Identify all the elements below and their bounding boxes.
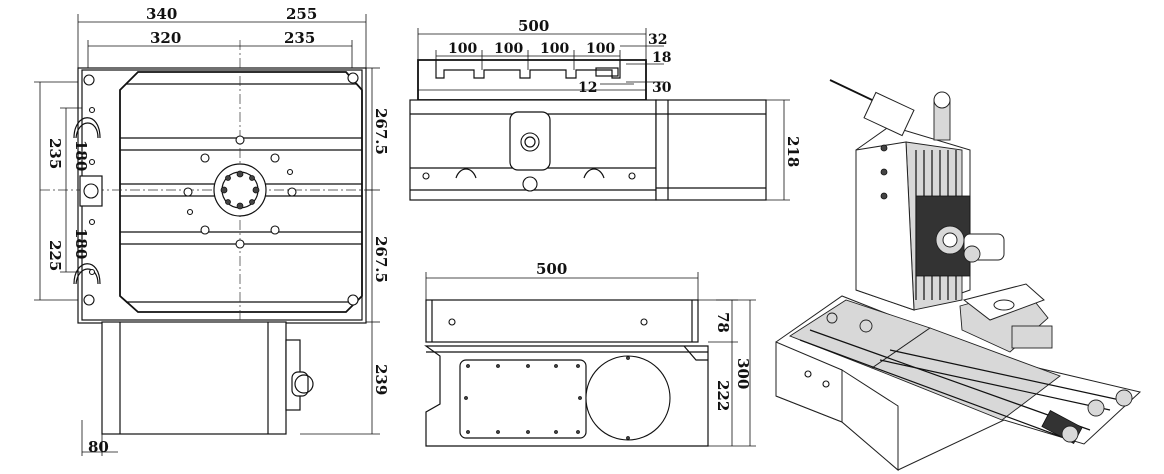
dim-235: 235	[284, 29, 315, 47]
side-view: 218	[409, 99, 802, 201]
tslot-view: 500 100 100 100 100 32 18 12 30	[417, 17, 672, 101]
dim-front-222: 222	[714, 380, 732, 411]
dim-right-239: 239	[372, 364, 390, 395]
plan-view: 340 255 320 235 235 225 180 180 267.5 26…	[34, 5, 390, 456]
dim-255: 255	[286, 5, 317, 23]
dim-left-225: 225	[46, 240, 64, 271]
dim-slot-30: 30	[652, 80, 672, 96]
dim-front-500: 500	[536, 260, 567, 278]
dim-front-78: 78	[714, 312, 732, 333]
dim-slot-32: 32	[648, 32, 667, 48]
dim-left-235: 235	[46, 138, 64, 169]
cover-screws	[464, 356, 630, 440]
dim-320: 320	[150, 29, 181, 47]
front-view: 500 78 222 300	[424, 260, 756, 447]
dim-front-300: 300	[734, 358, 752, 389]
dim-340: 340	[146, 5, 177, 23]
dim-slot-18: 18	[652, 50, 671, 66]
dim-right-267-5b: 267.5	[372, 236, 390, 283]
dim-slot-100b: 100	[494, 41, 523, 57]
dim-side-218: 218	[784, 136, 802, 167]
dim-tslot-500: 500	[518, 17, 549, 35]
dim-slot-100c: 100	[540, 41, 569, 57]
dim-slot-100a: 100	[448, 41, 477, 57]
dim-right-267-5a: 267.5	[372, 108, 390, 155]
dim-left-180b: 180	[72, 228, 90, 259]
dim-slot-100d: 100	[586, 41, 615, 57]
dim-left-180a: 180	[72, 140, 90, 171]
dim-slot-12: 12	[578, 80, 597, 96]
dim-bottom-80: 80	[88, 438, 109, 456]
machine-isometric	[775, 79, 1142, 472]
